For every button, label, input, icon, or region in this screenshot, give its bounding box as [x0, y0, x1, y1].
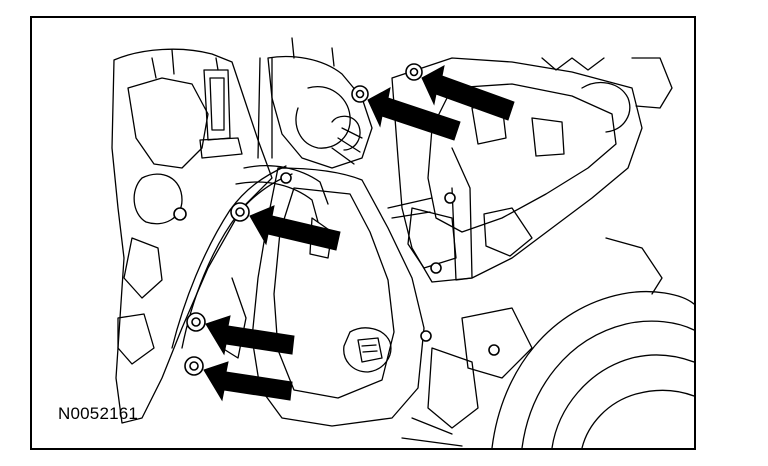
- callout-arrow-3: [249, 205, 341, 251]
- callout-arrow-4: [205, 315, 295, 356]
- callout-arrows: [203, 65, 515, 402]
- right-engine-block: [391, 57, 643, 283]
- figure-id-label: N0052161: [58, 404, 139, 423]
- bolt-2: [351, 85, 369, 103]
- left-housing-outline: [111, 48, 273, 424]
- flywheel-ring: [491, 291, 694, 448]
- bolt-5: [184, 356, 204, 376]
- bolt-3: [230, 202, 250, 222]
- figure-frame: N0052161: [30, 16, 696, 450]
- bolt-4: [186, 312, 206, 332]
- vertical-tube: [257, 57, 273, 159]
- callout-arrow-5: [203, 361, 293, 402]
- bolts: [173, 63, 500, 376]
- bolt-1: [405, 63, 423, 81]
- callout-arrow-6: [208, 194, 220, 204]
- engine-illustration: [111, 37, 694, 448]
- intake-hose: [267, 55, 373, 169]
- callout-arrow-1: [421, 65, 515, 121]
- bellhousing-seam: [181, 173, 293, 349]
- left-housing-detail: [127, 77, 209, 169]
- callout-arrow-2: [367, 87, 461, 141]
- bolt-aux: [173, 172, 500, 356]
- rail-tube: [451, 147, 473, 281]
- electrical-plug: [343, 327, 392, 373]
